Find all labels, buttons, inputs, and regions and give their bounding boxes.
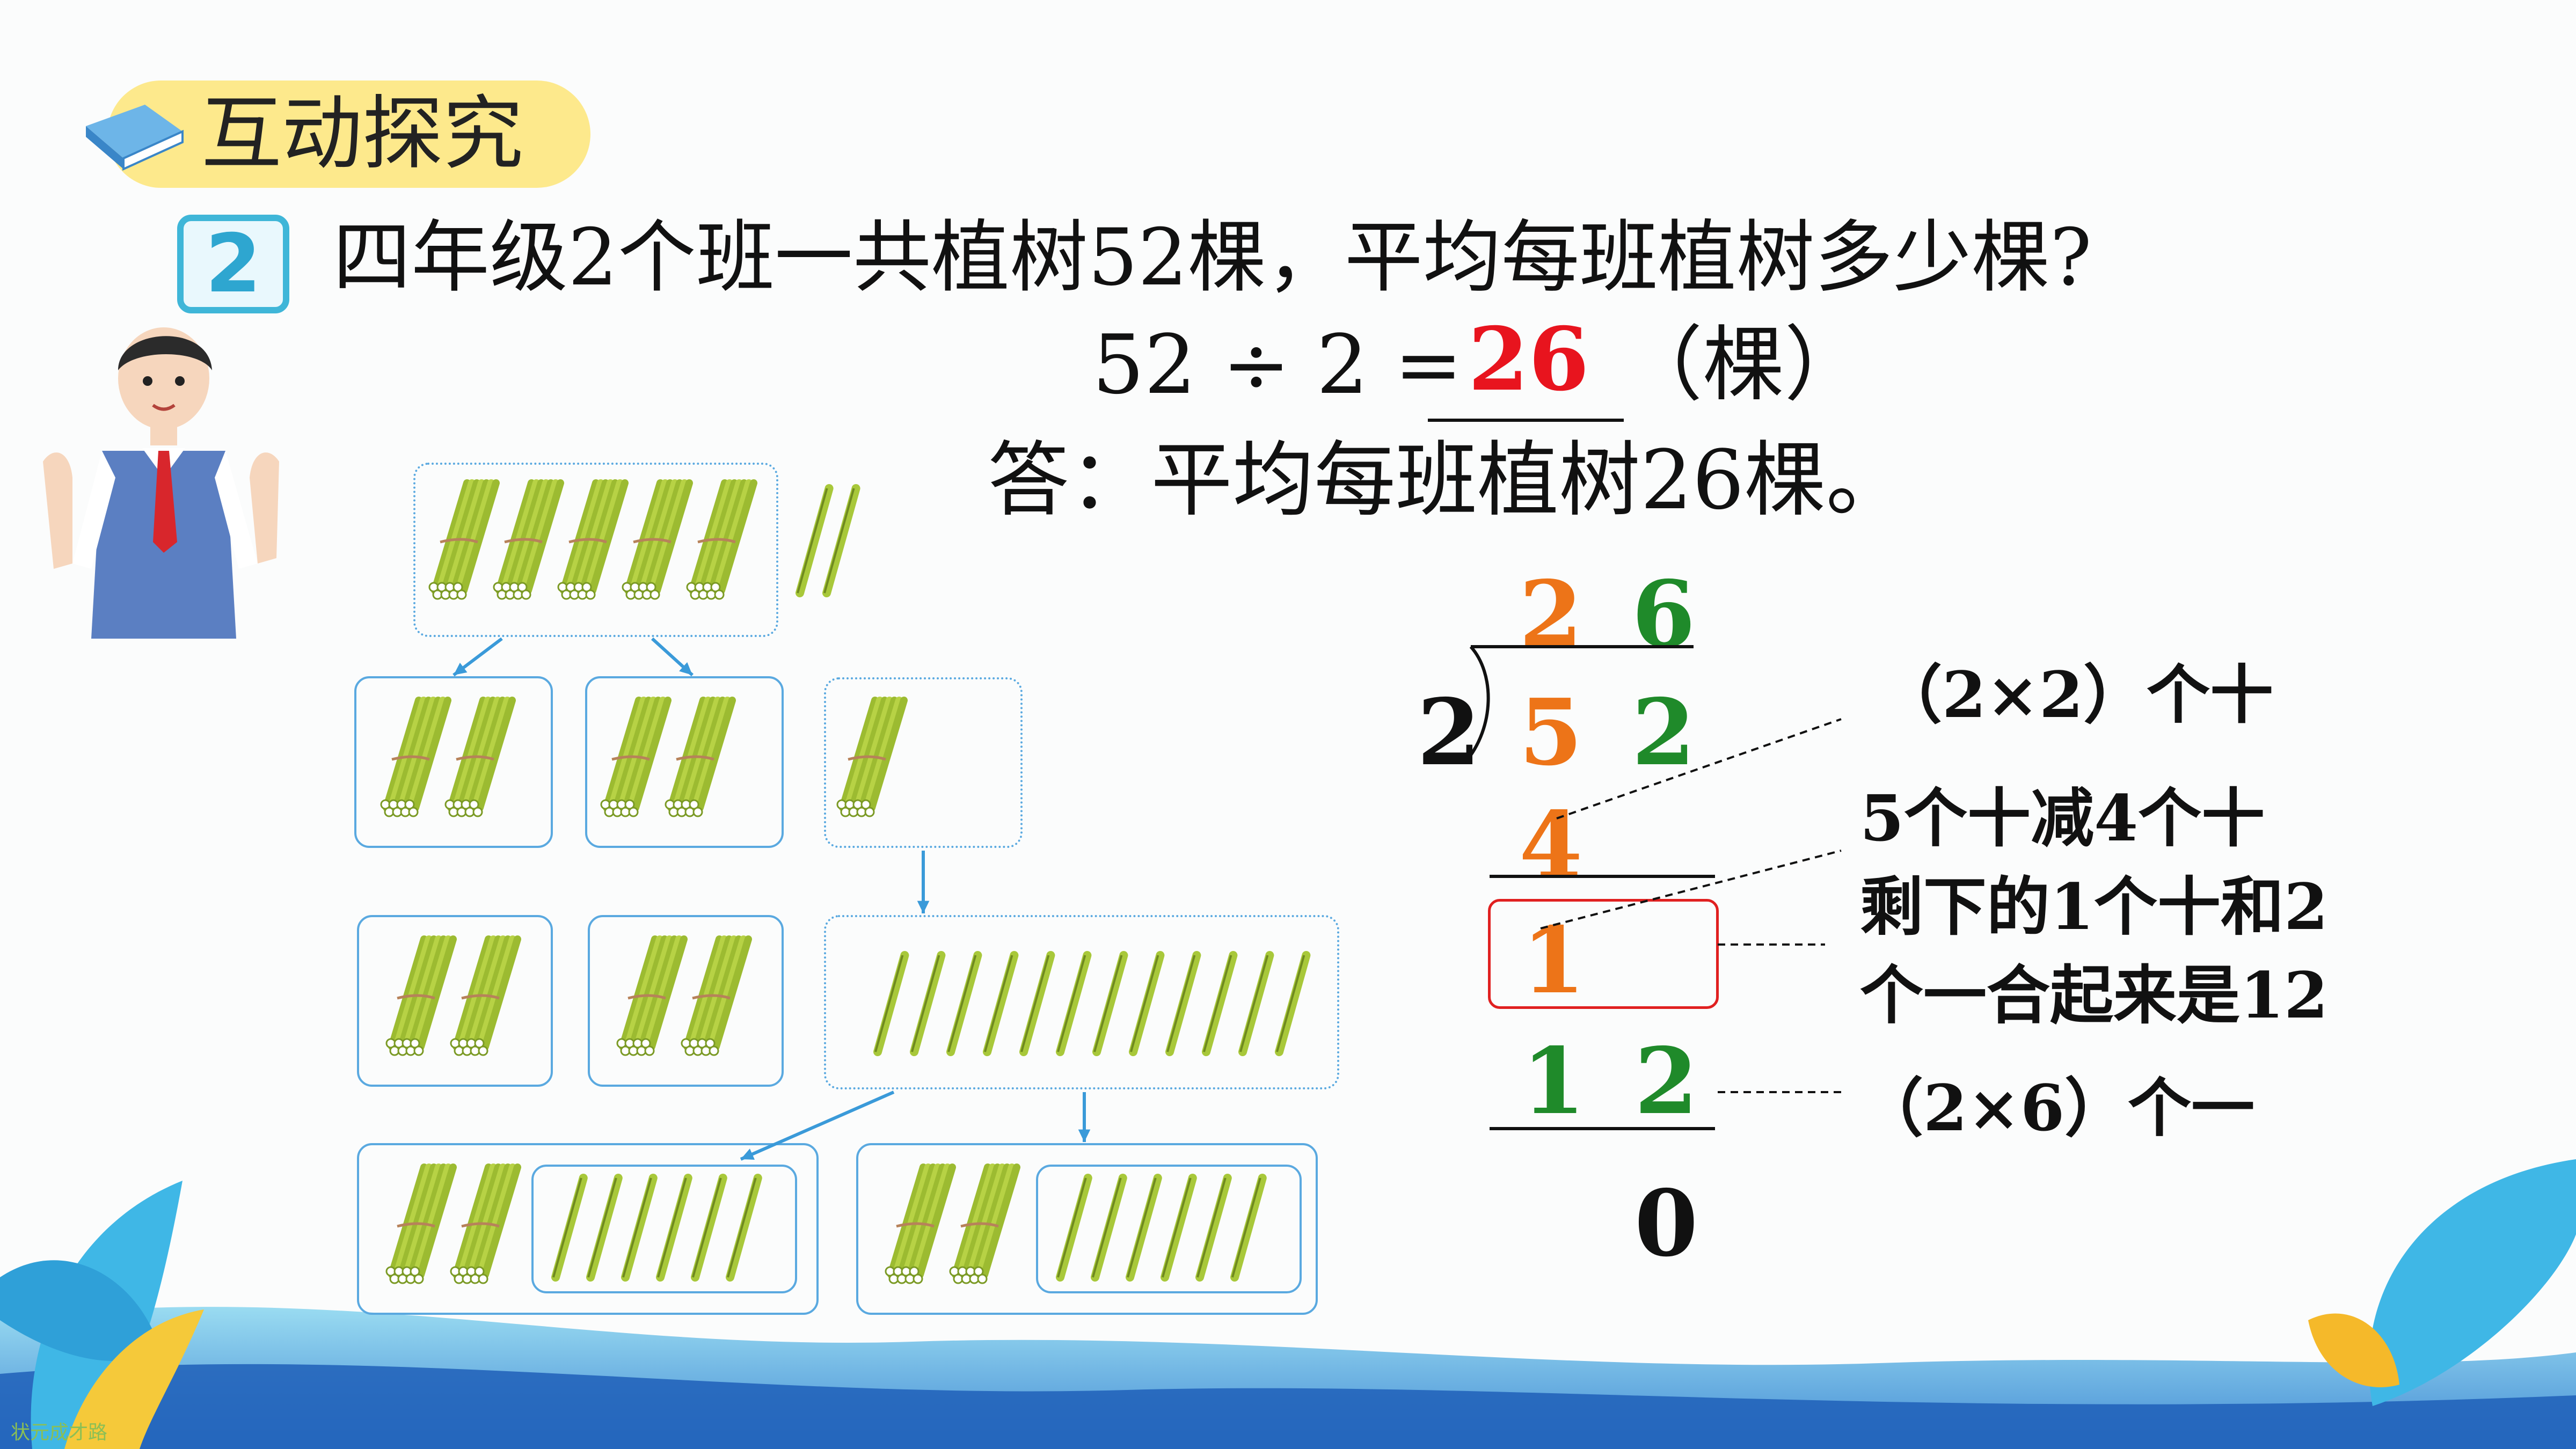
stick-bundle: [600, 697, 672, 817]
single-stick: [1230, 1174, 1267, 1282]
single-stick: [1238, 951, 1274, 1056]
single-stick: [1165, 951, 1201, 1056]
single-stick: [946, 951, 982, 1056]
single-stick: [1129, 951, 1165, 1056]
single-stick: [1202, 951, 1238, 1056]
quotient-digit-tens: 2: [1519, 561, 1583, 668]
single-stick: [1056, 1174, 1092, 1282]
note-ones-product: （2×6）个一: [1860, 1071, 2255, 1145]
stick-bundle: [428, 479, 500, 600]
single-stick: [910, 951, 946, 1056]
sticks-box-r2-3: [824, 915, 1339, 1089]
single-stick: [983, 951, 1019, 1056]
single-stick: [1195, 1174, 1232, 1282]
stick-bundle: [836, 697, 908, 817]
single-stick: [796, 484, 834, 597]
single-stick: [1161, 1174, 1197, 1282]
division-line-1: [1490, 875, 1715, 878]
stick-bundle: [444, 697, 516, 817]
single-stick: [621, 1174, 658, 1282]
stick-bundle: [385, 1163, 457, 1284]
single-stick: [1019, 951, 1055, 1056]
single-stick: [1092, 951, 1128, 1056]
stick-bundle: [385, 935, 457, 1056]
flow-arrow: [740, 1091, 895, 1161]
single-stick: [586, 1174, 623, 1282]
problem-text: 四年级2个班一共植树52棵，平均每班植树多少棵?: [333, 212, 2092, 303]
note-subtract-line3: 个一合起来是12: [1860, 958, 2329, 1033]
subtract-step1: 4: [1519, 792, 1583, 899]
section-title: 互动探究: [201, 87, 524, 181]
leaf-right-yellow: [2308, 1313, 2399, 1387]
bottom-wave-light: [0, 1364, 2576, 1449]
stick-bundle: [665, 697, 736, 817]
equation-unit: （棵）: [1621, 317, 1866, 412]
single-stick: [551, 1174, 588, 1282]
equation-expression: 52 ÷ 2 =: [1092, 317, 1463, 412]
stick-bundle: [622, 479, 693, 600]
stick-bundle: [380, 697, 451, 817]
book-icon: [81, 94, 188, 177]
final-remainder: 0: [1634, 1170, 1698, 1277]
answer-sentence: 答：平均每班植树26棵。: [988, 433, 1908, 528]
stick-bundle: [681, 935, 752, 1056]
leaf-left-yellow: [64, 1309, 204, 1449]
quotient-digit-ones: 6: [1632, 561, 1696, 668]
single-stick: [1056, 951, 1092, 1056]
sticks-box-r2-1: [357, 915, 553, 1087]
stick-bundle: [885, 1163, 956, 1284]
single-stick: [691, 1174, 727, 1282]
step2-digit-tens: 1: [1522, 1028, 1586, 1135]
answer-blank-line: [1428, 419, 1624, 422]
sticks-box-r3-2: [856, 1143, 1318, 1315]
single-stick: [822, 484, 860, 597]
sticks-box-r1-2: [585, 676, 784, 848]
note-subtract-line2: 剩下的1个十和2: [1860, 869, 2329, 944]
dividend-digit-ones: 2: [1632, 679, 1696, 786]
leaf-left-2: [0, 1260, 161, 1362]
note-tens-product: （2×2）个十: [1879, 657, 2274, 732]
single-stick: [1126, 1174, 1162, 1282]
stick-bundle: [557, 479, 629, 600]
note-subtract-line1: 5个十减4个十: [1860, 781, 2265, 855]
sticks-box-top: [413, 463, 778, 637]
sticks-box-r3-1-inner: [531, 1165, 797, 1293]
stick-bundle: [450, 935, 521, 1056]
flow-arrow: [917, 851, 930, 913]
sticks-box-r1-3: [824, 677, 1023, 848]
problem-number: 2: [177, 215, 289, 313]
division-line-2: [1490, 1127, 1715, 1130]
remainder-box: [1488, 899, 1719, 1009]
sticks-box-r3-2-inner: [1036, 1165, 1302, 1293]
section-badge: [107, 80, 590, 188]
divisor: 2: [1417, 679, 1481, 786]
stick-bundle: [493, 479, 564, 600]
stick-bundle: [616, 935, 688, 1056]
equation-answer: 26: [1468, 309, 1589, 411]
stick-bundle: [949, 1163, 1020, 1284]
single-stick: [1275, 951, 1311, 1056]
flow-arrow: [453, 637, 503, 677]
sticks-box-r1-1: [354, 676, 553, 848]
step2-digit-ones: 2: [1634, 1028, 1698, 1135]
boy-illustration: [43, 327, 279, 639]
leaf-right: [2369, 1159, 2576, 1406]
watermark: 状元成才路: [11, 1422, 108, 1444]
dividend-digit-tens: 5: [1519, 679, 1583, 786]
sticks-box-r3-1: [357, 1143, 819, 1315]
flow-arrow: [651, 637, 694, 677]
single-stick: [656, 1174, 692, 1282]
stick-bundle: [450, 1163, 521, 1284]
stick-bundle: [686, 479, 757, 600]
sticks-box-r2-2: [588, 915, 784, 1087]
single-stick: [726, 1174, 762, 1282]
flow-arrow: [1078, 1092, 1091, 1142]
single-stick: [1091, 1174, 1127, 1282]
single-stick: [873, 951, 909, 1056]
division-bracket: [1464, 645, 1694, 763]
